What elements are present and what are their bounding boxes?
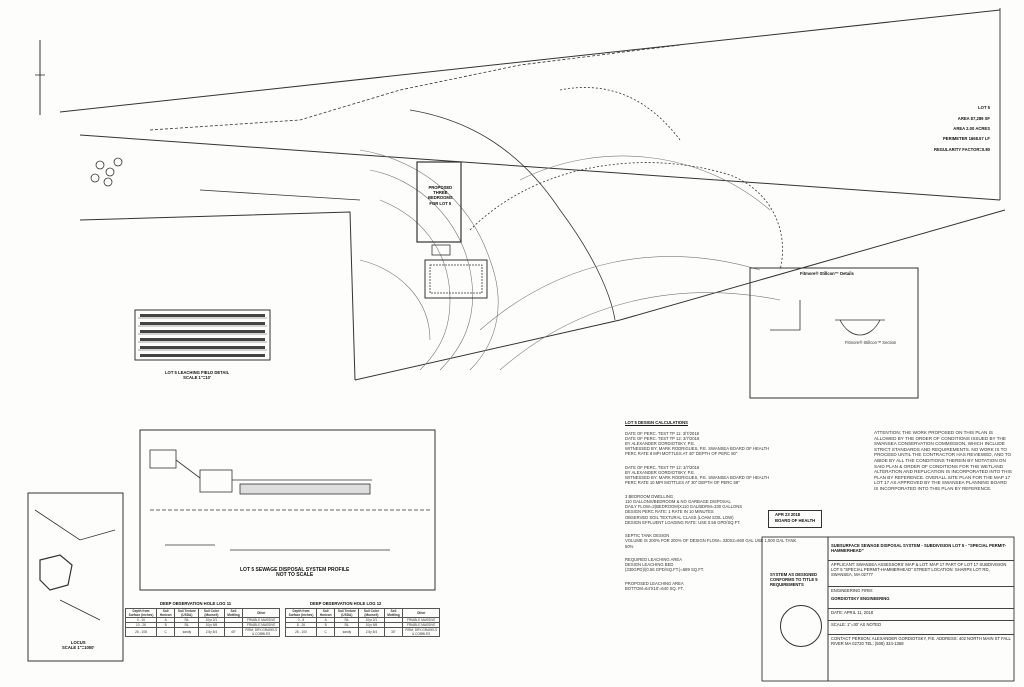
soil-log-header: Soil Horizon <box>155 608 176 618</box>
perc-test-2: DATE OF PERC. TEST TP 12: 3/7/2018 BY AL… <box>625 464 770 486</box>
soil-log-12-title: DEEP OBSERVATION HOLE LOG 12 <box>310 601 382 606</box>
soil-log-cell: FRIABLE MASSIVE <box>242 617 280 623</box>
stillcon-section-label: Fitmore® Stillcon™ Section <box>845 340 897 345</box>
soil-log-cell: C <box>155 627 176 637</box>
title5-conformance: SYSTEM AS DESIGNED CONFORMS TO TITLE 5 R… <box>770 572 818 588</box>
soil-log-cell: 2.5y 5/4 <box>358 627 385 637</box>
lot-area-label: LOT 5 AREA 87,289 SF AREA 2.00 ACRES PER… <box>930 100 990 152</box>
locus-label: LOCUS SCALE 1"=1000' <box>62 640 95 651</box>
profile-title: LOT 5 SEWAGE DISPOSAL SYSTEM PROFILE NOT… <box>240 567 350 579</box>
stamp-board: BOARD OF HEALTH <box>775 518 816 523</box>
soil-log-header: Other <box>242 608 280 618</box>
soil-log-cell: FRIABLE MASSIVE <box>402 617 440 623</box>
soil-log-header: Soil Color (Munsell) <box>198 608 225 618</box>
stillcon-detail-title: Fitmore® Stillcon™ Details <box>800 271 854 276</box>
title-contact: CONTACT PERSON: ALEXANDER GORDIOTSKY, P.… <box>828 634 1014 647</box>
soil-log-header: Soil Color (Munsell) <box>358 608 385 618</box>
soil-log-cell: FIRM, DRY-GRAVELS & COBBLES <box>242 627 280 637</box>
soil-log-cell: FRIABLE MASSIVE <box>402 622 440 628</box>
soil-log-cell: 2.5y 5/4 <box>198 627 225 637</box>
pe-seal <box>780 605 822 647</box>
dwelling-flow: 3 BEDROOM DWELLING 110 GALLONS/BEDROOM &… <box>625 493 743 525</box>
title-firm: GORDIOTSKY ENGINEERING <box>831 596 890 601</box>
soil-log-cell: FRIABLE MASSIVE <box>242 622 280 628</box>
soil-log-header: Soil Mottling <box>383 608 404 618</box>
calculations-title: LOT 5 DESIGN CALCULATIONS <box>625 420 688 426</box>
lot-area-sf: AREA 87,289 SF <box>957 115 990 121</box>
stamp-date: APR 23 2018 <box>775 512 801 517</box>
soil-log-header: Depth from Surface (Inches) <box>125 608 157 618</box>
soil-log-cell: 40" <box>223 627 244 637</box>
lot-number: LOT 5 <box>978 105 990 111</box>
soil-log-cell: sandy <box>174 627 200 637</box>
approval-stamp: APR 23 2018 BOARD OF HEALTH <box>768 510 822 528</box>
perc-test-1: DATE OF PERC. TEST TP 11: 3/7/2018 DATE … <box>625 430 770 457</box>
leaching-field-detail-title: LOT 5 LEACHING FIELD DETAIL SCALE 1"=10' <box>165 370 230 381</box>
soil-log-11-title: DEEP OBSERVATION HOLE LOG 11 <box>160 601 232 606</box>
required-leaching-area: REQUIRED LEACHING AREA DESIGN LEACHING B… <box>625 557 705 573</box>
soil-log-cell: 26 - 108 <box>125 627 157 637</box>
soil-log-header: Depth from Surface (Inches) <box>285 608 317 618</box>
soil-log-header: Soil Texture (USDA) <box>174 608 200 618</box>
soil-log-header: Soil Mottling <box>223 608 244 618</box>
soil-log-cell: FIRM, DRY-GRAVELS & COBBLES <box>402 627 440 637</box>
lot-regularity: REGULARITY FACTOR=0.80 <box>933 146 990 152</box>
soil-log-cell: C <box>315 627 336 637</box>
lot-area-ac: AREA 2.00 ACRES <box>953 126 990 132</box>
lot-perimeter: PERIMETER 1668.57 LF <box>942 136 990 142</box>
proposed-leaching-area: PROPOSED LEACHING AREA BOTTOM=64'X10'=64… <box>625 580 684 592</box>
soil-log-header: Other <box>402 608 440 618</box>
septic-tank-design: SEPTIC TANK DESIGN VOLUME IS 200% FOR 20… <box>625 533 797 549</box>
title-project: SUBSURFACE SEWAGE DISPOSAL SYSTEM - SUBD… <box>831 543 1007 553</box>
proposed-house-label: PROPOSED THREE BEDROOMS FOR LOT 5 <box>428 185 453 206</box>
soil-log-header: Soil Horizon <box>315 608 336 618</box>
title-scale: SCALE: 1"=30' AS NOTED <box>828 620 1014 628</box>
title-applicant: APPLICANT: SWANSEA ASSESSORS' MAP & LOT:… <box>828 560 1014 578</box>
title-firm-label: ENGINEERING FIRM: <box>828 586 1014 594</box>
soil-log-header: Soil Texture (USDA) <box>334 608 360 618</box>
soil-log-cell: 26 - 100 <box>285 627 317 637</box>
design-calculations: LOT 5 DESIGN CALCULATIONS DATE OF PERC. … <box>625 415 805 597</box>
soil-log-cell: sandy <box>334 627 360 637</box>
soil-log-cell: 30" <box>383 627 404 637</box>
title-date: DATE: APRIL 11, 2018 <box>828 608 1014 616</box>
attention-note: ATTENTION: THE WORK PROPOSED ON THIS PLA… <box>874 430 1012 491</box>
